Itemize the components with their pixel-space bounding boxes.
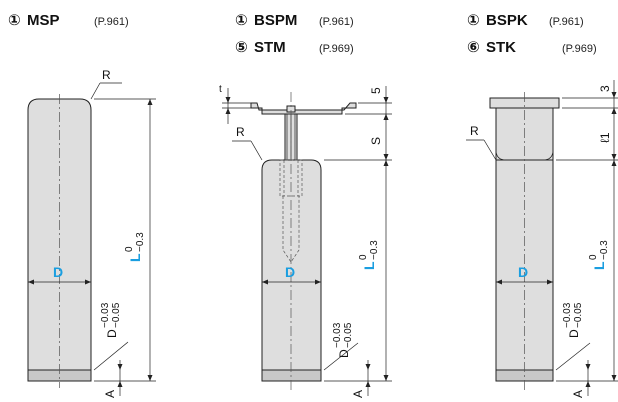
bspk-dtol-text: D −0.03 −0.05 xyxy=(562,302,584,338)
bspk-fillet-right xyxy=(542,149,554,161)
header-stm: ⑤ STM (P.969) xyxy=(235,39,354,56)
bspk-dtol-upper: −0.03 xyxy=(562,302,573,328)
bspm-t-arrows xyxy=(225,97,231,114)
bspm-body xyxy=(261,159,322,371)
bspk-a-arrows xyxy=(585,364,591,387)
bspm-r-leader xyxy=(250,140,263,161)
bspm-5-text: 5 xyxy=(369,87,383,94)
bspm-d-label: D xyxy=(285,264,295,280)
bspm-a-leader xyxy=(323,342,359,371)
msp-d-label: D xyxy=(53,264,63,280)
bspm-dtol-lower: −0.05 xyxy=(343,322,354,348)
bspm-d-arrows xyxy=(262,279,321,285)
header-stm-number: ⑤ xyxy=(235,39,248,56)
msp-dtol-d: D xyxy=(105,329,119,338)
bspk-l-label: L xyxy=(591,261,607,270)
header-bspm-number: ① xyxy=(235,12,248,29)
bspm-plate xyxy=(250,102,357,115)
bspk-l-tol-lower: −0.3 xyxy=(599,240,610,260)
bspm-drawing: D R t 5 S L 0 −0.3 D −0.0 xyxy=(219,84,392,398)
header-msp: ① MSP (P.961) xyxy=(8,12,129,29)
bspm-s-text: S xyxy=(369,137,383,145)
bspm-l-label: L xyxy=(361,261,377,270)
bspm-a-text: A xyxy=(351,390,365,398)
bspm-5-label: 5 xyxy=(369,87,383,94)
msp-a-leader xyxy=(93,341,129,371)
msp-dtol-lower: −0.05 xyxy=(111,302,122,328)
header-msp-page: (P.961) xyxy=(94,16,129,28)
bspk-l1-label: ℓ1 xyxy=(598,132,612,143)
bspk-a-text: A xyxy=(571,390,585,398)
header-stk-number: ⑥ xyxy=(467,39,480,56)
bspm-l-tol-upper: 0 xyxy=(358,254,369,260)
msp-l-text: L 0 −0.3 xyxy=(124,232,146,262)
msp-l-tol-upper: 0 xyxy=(124,246,135,252)
msp-l-tol-lower: −0.3 xyxy=(135,232,146,252)
bspk-dtol-d: D xyxy=(567,329,581,338)
header-bspm-page: (P.961) xyxy=(319,16,354,28)
bspk-l1-text: ℓ1 xyxy=(598,132,612,143)
bspm-l-text: L 0 −0.3 xyxy=(358,240,380,270)
bspm-t-label: t xyxy=(219,84,222,95)
bspk-dtol-lower: −0.05 xyxy=(573,302,584,328)
bspk-d-label: D xyxy=(518,264,528,280)
bspm-r-label: R xyxy=(236,125,245,139)
bspk-l-tol-upper: 0 xyxy=(588,254,599,260)
header-msp-code: MSP xyxy=(27,12,60,29)
msp-drawing: D R L 0 −0.3 D −0.03 −0.05 A xyxy=(27,68,156,398)
header-bspk-page: (P.961) xyxy=(549,16,584,28)
bspm-drill-hidden xyxy=(282,196,300,263)
header-stm-page: (P.969) xyxy=(319,43,354,55)
bspk-r-label: R xyxy=(470,124,479,138)
header-bspk-number: ① xyxy=(467,12,480,29)
bspm-a-label: A xyxy=(351,390,365,398)
bspm-a-arrows xyxy=(365,364,371,387)
msp-a-arrows xyxy=(117,364,123,387)
bspm-dtol-text: D −0.03 −0.05 xyxy=(332,322,354,358)
bspm-bottom-band xyxy=(261,369,322,382)
header-bspm-code: BSPM xyxy=(254,12,297,29)
header-stm-code: STM xyxy=(254,39,286,56)
bspk-l-text: L 0 −0.3 xyxy=(588,240,610,270)
header-stk-code: STK xyxy=(486,39,516,56)
bspm-dtol-upper: −0.03 xyxy=(332,322,343,348)
bspk-3-text: 3 xyxy=(598,85,612,92)
bspk-drawing: D R 3 ℓ1 L 0 −0.3 D −0.03 −0.05 xyxy=(466,80,618,398)
bspk-l1-arrows xyxy=(611,108,617,160)
msp-dtol-upper: −0.03 xyxy=(100,302,111,328)
bspk-r-leader xyxy=(483,139,497,161)
msp-a-label: A xyxy=(103,390,117,398)
bspm-s-label: S xyxy=(369,137,383,145)
msp-r-label: R xyxy=(102,68,111,82)
header-bspm: ① BSPM (P.961) xyxy=(235,12,354,29)
msp-a-text: A xyxy=(103,390,117,398)
bspk-d-arrows xyxy=(496,279,553,285)
bspm-l-tol-lower: −0.3 xyxy=(369,240,380,260)
header-stk-page: (P.969) xyxy=(562,43,597,55)
bspk-a-label: A xyxy=(571,390,585,398)
bspm-dtol-d: D xyxy=(337,349,351,358)
msp-l-label: L xyxy=(127,253,143,262)
msp-dtol-text: D −0.03 −0.05 xyxy=(100,302,122,338)
bspk-a-leader xyxy=(555,342,591,371)
msp-r-leader xyxy=(90,82,101,100)
bspk-fillet-left xyxy=(495,149,507,161)
header-bspk: ① BSPK (P.961) xyxy=(467,12,584,29)
header-stk: ⑥ STK (P.969) xyxy=(467,39,597,56)
bspk-3-label: 3 xyxy=(598,85,612,92)
header-bspk-code: BSPK xyxy=(486,12,528,29)
header-msp-number: ① xyxy=(8,12,21,29)
